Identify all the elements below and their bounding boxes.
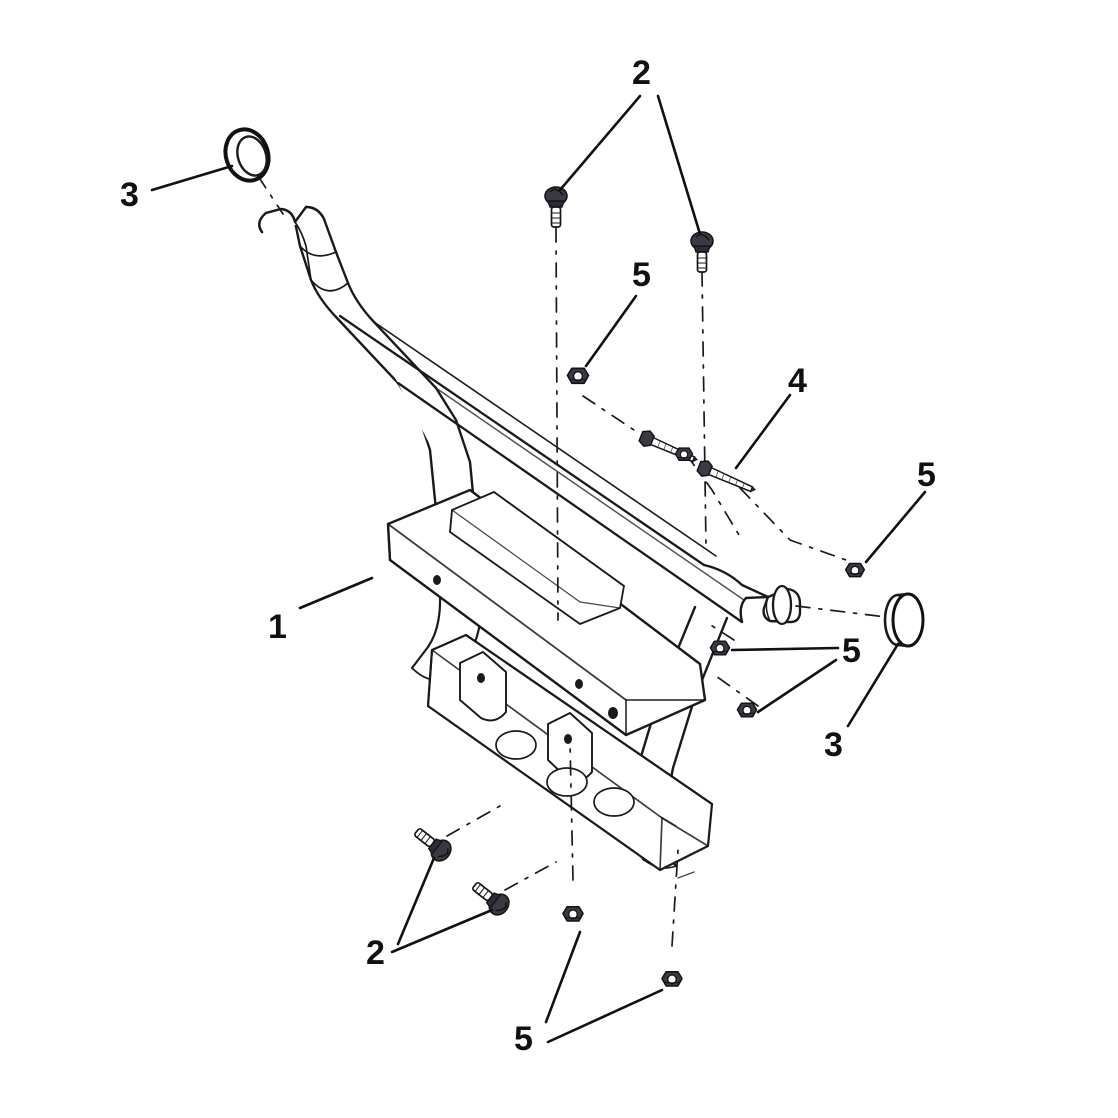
axis-bolt-lower-b <box>504 861 557 891</box>
axis-bolt-upper-right <box>701 271 707 547</box>
axis-bolt-mid-c <box>739 487 847 561</box>
tube-end-cap-right <box>883 592 925 648</box>
axis-bolt-mid-a <box>582 395 641 435</box>
leader-5c <box>730 646 840 652</box>
flange-nut-bottom-left <box>562 906 584 922</box>
carriage-bolt-upper-left <box>544 186 568 228</box>
axis-nut-lower-right <box>671 849 679 947</box>
flange-nut-bottom-right <box>661 971 683 987</box>
callout-label-2-lower[interactable]: 2 <box>366 934 385 972</box>
flange-nut-mid <box>674 447 694 461</box>
carriage-bolt-upper-right <box>690 231 714 273</box>
leader-5a <box>584 294 638 368</box>
carriage-bolt-lower-right <box>467 875 514 920</box>
axis-bolt-lower-a <box>446 805 501 837</box>
axis-cap-right <box>795 605 887 618</box>
flange-nut-right-mid <box>709 640 731 656</box>
leader-5e <box>544 930 582 1024</box>
axis-bolt-upper-left <box>555 227 559 621</box>
leader-2b <box>656 94 702 236</box>
right-tube-elbow <box>702 563 802 626</box>
axis-bolt-mid-b <box>685 453 743 541</box>
upper-cross-tube <box>338 314 745 624</box>
assembly-detail-lines <box>660 816 695 879</box>
callout-label-1[interactable]: 1 <box>268 608 287 646</box>
leader-3a <box>150 164 234 192</box>
axis-nut-lower-left <box>569 741 574 881</box>
callout-label-3-left[interactable]: 3 <box>120 176 139 214</box>
bumper-main-assembly <box>258 205 802 879</box>
assembly-axis-lines <box>257 175 887 947</box>
leader-2c <box>396 856 436 946</box>
callout-label-5-bottom[interactable]: 5 <box>514 1020 533 1058</box>
hardware-group <box>223 127 925 987</box>
leader-5d <box>756 658 838 714</box>
flange-nut-upper-left <box>566 367 590 385</box>
leader-1 <box>298 576 374 610</box>
callout-label-5-right-upper[interactable]: 5 <box>917 456 936 494</box>
skid-plate-tabs <box>459 651 635 817</box>
axis-nut-right-b <box>715 675 759 707</box>
axis-cap-left <box>257 175 284 215</box>
callout-label-5-right-lower[interactable]: 5 <box>842 632 861 670</box>
callout-label-3-right[interactable]: 3 <box>824 726 843 764</box>
leader-5f <box>546 988 664 1044</box>
leader-lines <box>150 94 927 1044</box>
flange-nut-right-upper <box>844 562 866 578</box>
axis-nut-right-a <box>705 621 735 641</box>
bumper-mid-rail <box>449 491 625 625</box>
left-upright-tube <box>258 205 483 682</box>
callout-label-5-upper[interactable]: 5 <box>632 256 651 294</box>
leader-2d <box>390 908 494 954</box>
leader-4 <box>734 393 792 470</box>
hex-flange-bolt-upper <box>637 427 702 468</box>
leader-2a <box>558 94 642 192</box>
tube-end-cap-left <box>223 127 271 183</box>
leader-3b <box>846 642 900 728</box>
callout-label-2-upper[interactable]: 2 <box>632 54 651 92</box>
leader-5b <box>864 490 927 564</box>
callout-label-4[interactable]: 4 <box>788 362 807 400</box>
flange-nut-right-lower <box>736 702 758 718</box>
